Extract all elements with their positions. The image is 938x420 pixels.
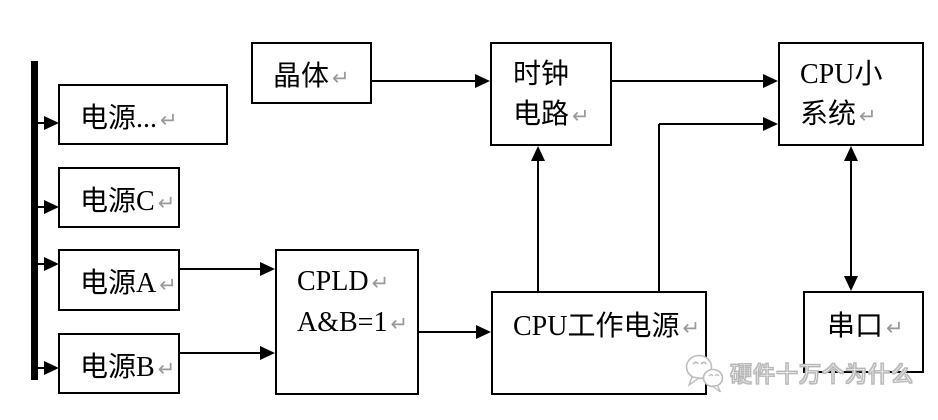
- box-power-b-label: 电源B: [80, 352, 155, 383]
- box-crystal: 晶体↵: [251, 42, 372, 104]
- arrowhead-right-icon: [44, 116, 59, 130]
- connector-line: [38, 263, 46, 265]
- paragraph-mark: ↵: [159, 273, 177, 297]
- box-clock-line2: 电路↵: [513, 95, 610, 136]
- arrowhead-right-icon: [476, 325, 491, 339]
- arrowhead-up-icon: [531, 146, 545, 161]
- connector-line: [612, 80, 763, 82]
- box-power-c: 电源C↵: [58, 167, 180, 228]
- box-clock-circuit: 时钟 电路↵: [490, 42, 612, 146]
- paragraph-mark: ↵: [859, 104, 877, 128]
- box-crystal-label: 晶体: [273, 61, 330, 92]
- box-power-b: 电源B↵: [58, 333, 180, 394]
- arrowhead-right-icon: [44, 200, 59, 214]
- connector-line: [180, 352, 262, 354]
- paragraph-mark: ↵: [886, 316, 904, 340]
- watermark-text: 硬件十万个为什么: [729, 362, 915, 388]
- connector-line: [537, 161, 539, 291]
- connector-line: [419, 331, 476, 333]
- paragraph-mark: ↵: [371, 271, 390, 295]
- arrowhead-right-icon: [475, 74, 490, 88]
- connector-line: [850, 161, 852, 276]
- paragraph-mark: ↵: [390, 312, 409, 336]
- connector-line: [658, 124, 660, 291]
- box-power-a: 电源A↵: [58, 249, 180, 311]
- connector-line: [38, 367, 46, 369]
- power-rail-bar: [31, 61, 38, 380]
- box-clock-line2-text: 电路: [513, 99, 570, 130]
- connector-line: [372, 80, 476, 82]
- box-serial-label: 串口: [827, 311, 884, 342]
- box-cpu-small-system: CPU小 系统↵: [778, 42, 924, 146]
- arrowhead-right-icon: [260, 262, 275, 276]
- box-cpld: CPLD↵ A&B=1↵: [275, 249, 419, 395]
- box-power-c-label: 电源C: [80, 186, 155, 217]
- box-cpu-system-line2-text: 系统: [800, 99, 857, 130]
- arrowhead-right-icon: [260, 346, 275, 360]
- box-cpu-power-label: CPU工作电源: [513, 311, 680, 342]
- wechat-bubbles-icon: [685, 354, 724, 393]
- box-serial-port: 串口↵: [803, 291, 924, 373]
- box-cpld-line1: CPLD↵: [297, 262, 417, 303]
- box-clock-line1: 时钟: [513, 59, 570, 90]
- connector-line: [38, 206, 46, 208]
- box-cpld-line1-text: CPLD: [297, 266, 369, 297]
- connector-line: [38, 122, 46, 124]
- box-power-a-label: 电源A: [80, 268, 157, 299]
- box-cpld-line2: A&B=1↵: [297, 303, 417, 344]
- paragraph-mark: ↵: [682, 316, 701, 340]
- box-cpld-line2-text: A&B=1: [297, 307, 388, 338]
- arrowhead-right-icon: [44, 361, 59, 375]
- paragraph-mark: ↵: [157, 357, 176, 381]
- box-cpu-working-power: CPU工作电源↵: [491, 291, 707, 395]
- connector-line: [180, 268, 262, 270]
- paragraph-mark: ↵: [332, 66, 350, 90]
- box-cpu-system-line1: CPU小: [800, 59, 883, 90]
- arrowhead-up-icon: [844, 146, 858, 161]
- box-power-dots: 电源...↵: [58, 84, 228, 145]
- arrowhead-right-icon: [44, 257, 59, 271]
- paragraph-mark: ↵: [572, 104, 590, 128]
- arrowhead-right-icon: [763, 117, 778, 131]
- box-cpu-system-line2: 系统↵: [800, 95, 922, 136]
- watermark: 硬件十万个为什么: [684, 352, 914, 394]
- arrowhead-right-icon: [763, 74, 778, 88]
- paragraph-mark: ↵: [160, 108, 178, 132]
- arrowhead-down-icon: [844, 276, 858, 291]
- connector-line: [659, 123, 763, 125]
- paragraph-mark: ↵: [157, 191, 176, 215]
- box-power-dots-label: 电源...: [80, 103, 158, 134]
